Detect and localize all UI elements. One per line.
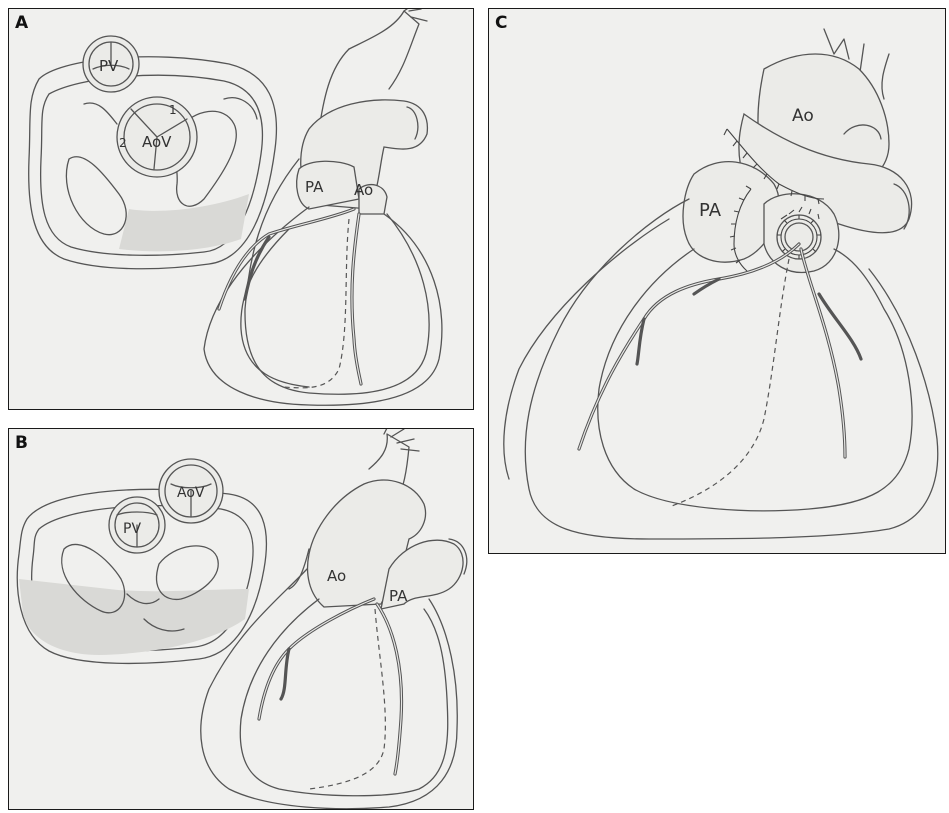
heart-cross-section-a: PV AoV 1 2 (29, 36, 277, 269)
label-ao-b: Ao (327, 567, 346, 585)
panel-a: A PV AoV 1 2 (8, 8, 474, 410)
panel-letter-a: A (15, 13, 28, 33)
label-pv-a: PV (99, 57, 119, 75)
illustration-a: PV AoV 1 2 PA Ao (9, 9, 474, 410)
illustration-c: Ao PA (489, 9, 946, 554)
label-pa-a: PA (305, 178, 324, 196)
label-aov-a: AoV (142, 133, 172, 151)
label-cusp-1: 1 (169, 103, 177, 117)
illustration-b: AoV PV Ao PA (9, 429, 474, 810)
label-pa-c: PA (699, 200, 722, 221)
label-ao-a: Ao (354, 181, 373, 199)
heart-exterior-c: Ao PA (504, 29, 938, 539)
label-ao-c: Ao (792, 106, 814, 126)
panel-letter-b: B (15, 433, 28, 453)
label-pv-b: PV (123, 521, 141, 537)
panel-b: B AoV PV Ao PA (8, 428, 474, 810)
panel-c: C Ao PA (488, 8, 946, 554)
panel-letter-c: C (495, 13, 507, 33)
label-cusp-2: 2 (119, 136, 127, 150)
label-pa-b: PA (389, 587, 408, 605)
heart-cross-section-b: AoV PV (17, 459, 266, 663)
label-aov-b: AoV (177, 485, 205, 501)
